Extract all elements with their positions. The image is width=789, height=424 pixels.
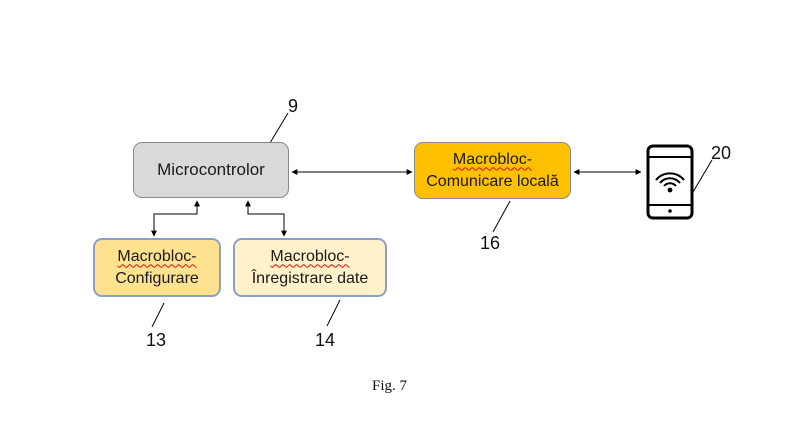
connector-micro-record [245,200,287,237]
leader-14 [326,299,341,327]
ref-number-microcontroller: 9 [288,96,299,116]
comm-label-line2: Comunicare locală [426,172,559,190]
ref-number-device: 20 [711,143,732,163]
smartphone-wifi-icon [646,144,694,220]
comm-box: Macrobloc- Comunicare locală [414,142,571,199]
record-label-line2: Înregistrare date [251,269,369,287]
record-box: Macrobloc- Înregistrare date [233,238,387,297]
config-label-line2: Configurare [115,269,199,287]
connector-micro-config [151,200,200,237]
leader-16 [492,200,511,233]
leader-20 [692,159,713,193]
config-label-line1: Macrobloc- [117,247,197,265]
record-label-line1: Macrobloc- [270,247,350,265]
config-box: Macrobloc- Configurare [93,238,221,297]
comm-label-line1: Macrobloc- [452,150,533,168]
microcontroller-box: Microcontrolor [133,142,289,198]
figure-caption: Fig. 7 [372,378,408,394]
microcontroller-label: Microcontrolor [157,160,265,179]
ref-number-record: 14 [315,330,336,350]
leader-9 [269,112,289,144]
ref-number-comm: 16 [480,233,501,253]
ref-number-config: 13 [146,330,167,350]
leader-13 [151,302,165,328]
